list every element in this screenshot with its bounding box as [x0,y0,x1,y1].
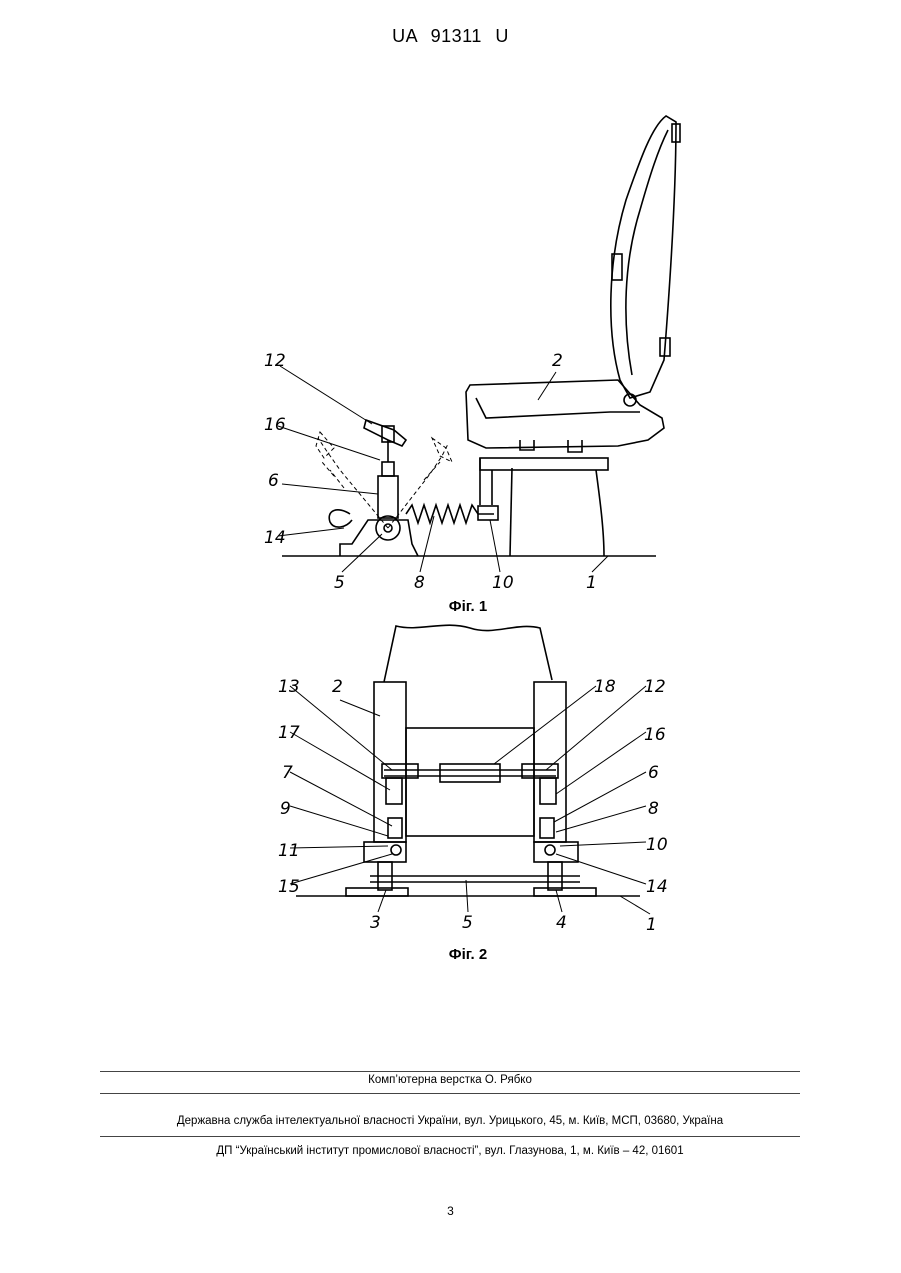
footer-rule-1 [100,1071,800,1072]
fig2-spring-left [388,818,402,838]
fig2-label-17: 17 [278,723,300,743]
footer-rule-3 [100,1136,800,1137]
fig2-label-13: 13 [278,677,300,697]
fig2-plate-left [346,888,408,896]
fig2-label-1: 1 [646,915,657,935]
fig2-backrest [384,625,552,682]
fig2-label-18: 18 [594,677,616,697]
fig2-shaft-coupler [440,764,500,782]
fig2-label-2: 2 [332,677,343,697]
fig2-label-6: 6 [648,763,659,783]
fig2-label-14: 14 [646,877,668,897]
fig2-plate-right [534,888,596,896]
fig2-label-16: 16 [644,725,666,745]
fig2-label-15: 15 [278,877,300,897]
fig2-label-10: 10 [646,835,668,855]
fig2-label-3: 3 [370,913,381,933]
fig2-label-8: 8 [648,799,659,819]
footer-agency: Державна служба інтелектуальної власност… [100,1115,800,1127]
fig2-label-11: 11 [278,841,300,861]
fig2-label-5: 5 [462,913,473,933]
fig2-col-left [386,778,402,804]
fig2-label-9: 9 [280,799,291,819]
footer-rule-2 [100,1093,800,1094]
fig2-label-12: 12 [644,677,666,697]
fig2-label-4: 4 [556,913,567,933]
footer-institute: ДП “Український інститут промислової вла… [100,1145,800,1157]
fig2-spring-right [540,818,554,838]
page-number: 3 [0,1204,901,1218]
fig2-label-7: 7 [282,763,293,783]
footer-layout-credit: Комп’ютерна верстка О. Рябко [100,1074,800,1086]
figure-2-caption: Фіг. 2 [368,946,568,963]
fig2-col-right [540,778,556,804]
